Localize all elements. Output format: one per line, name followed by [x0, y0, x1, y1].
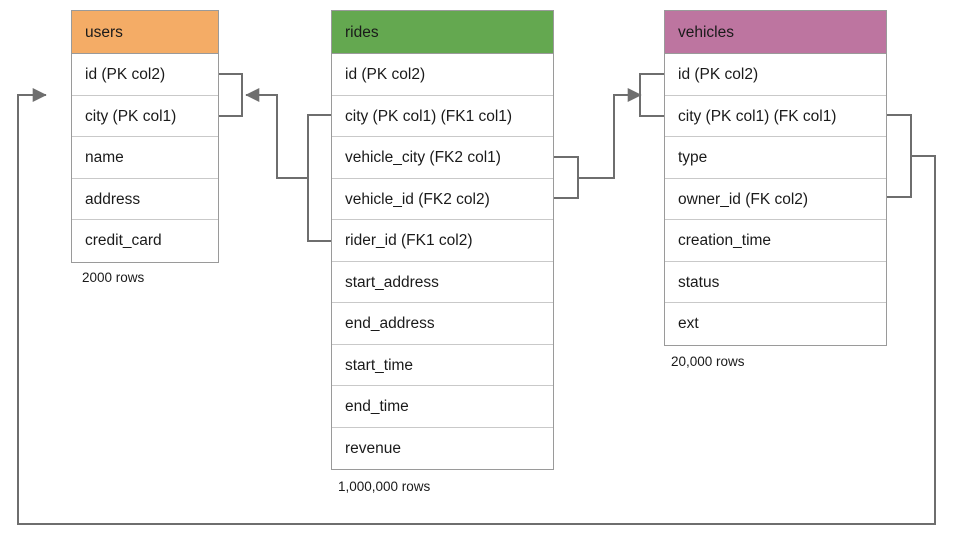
table-users-column-city[interactable]: city (PK col1)	[72, 95, 218, 137]
table-rides-column-revenue[interactable]: revenue	[332, 427, 553, 469]
table-users-column-credit-card[interactable]: credit_card	[72, 220, 218, 262]
connector-fk2-rides-vehicles	[554, 73, 664, 199]
table-vehicles-header: vehicles	[665, 11, 886, 54]
table-vehicles-column-owner-id[interactable]: owner_id (FK col2)	[665, 178, 886, 220]
table-vehicles-column-id[interactable]: id (PK col2)	[665, 54, 886, 96]
table-rides-column-id[interactable]: id (PK col2)	[332, 54, 553, 96]
table-vehicles-column-ext[interactable]: ext	[665, 303, 886, 345]
table-users-row-count: 2000 rows	[82, 270, 145, 285]
table-rides-column-start-address[interactable]: start_address	[332, 261, 553, 303]
table-rides-column-city[interactable]: city (PK col1) (FK1 col1)	[332, 95, 553, 137]
table-users-column-address[interactable]: address	[72, 178, 218, 220]
table-rides-column-vehicle-city[interactable]: vehicle_city (FK2 col1)	[332, 137, 553, 179]
table-rides-column-end-time[interactable]: end_time	[332, 386, 553, 428]
table-users-column-name[interactable]: name	[72, 137, 218, 179]
table-vehicles[interactable]: vehicles id (PK col2) city (PK col1) (FK…	[664, 10, 887, 346]
table-rides-column-end-address[interactable]: end_address	[332, 303, 553, 345]
table-vehicles-column-creation-time[interactable]: creation_time	[665, 220, 886, 262]
table-vehicles-column-type[interactable]: type	[665, 137, 886, 179]
table-rides-column-start-time[interactable]: start_time	[332, 344, 553, 386]
table-vehicles-row-count: 20,000 rows	[671, 354, 745, 369]
table-users-column-id[interactable]: id (PK col2)	[72, 54, 218, 96]
table-rides[interactable]: rides id (PK col2) city (PK col1) (FK1 c…	[331, 10, 554, 470]
table-rides-column-vehicle-id[interactable]: vehicle_id (FK2 col2)	[332, 178, 553, 220]
table-rides-header: rides	[332, 11, 553, 54]
table-users[interactable]: users id (PK col2) city (PK col1) name a…	[71, 10, 219, 263]
table-rides-row-count: 1,000,000 rows	[338, 479, 431, 494]
connector-fk1-rides-users	[219, 73, 331, 242]
table-vehicles-column-city[interactable]: city (PK col1) (FK col1)	[665, 95, 886, 137]
table-rides-column-rider-id[interactable]: rider_id (FK1 col2)	[332, 220, 553, 262]
table-users-header: users	[72, 11, 218, 54]
table-vehicles-column-status[interactable]: status	[665, 261, 886, 303]
